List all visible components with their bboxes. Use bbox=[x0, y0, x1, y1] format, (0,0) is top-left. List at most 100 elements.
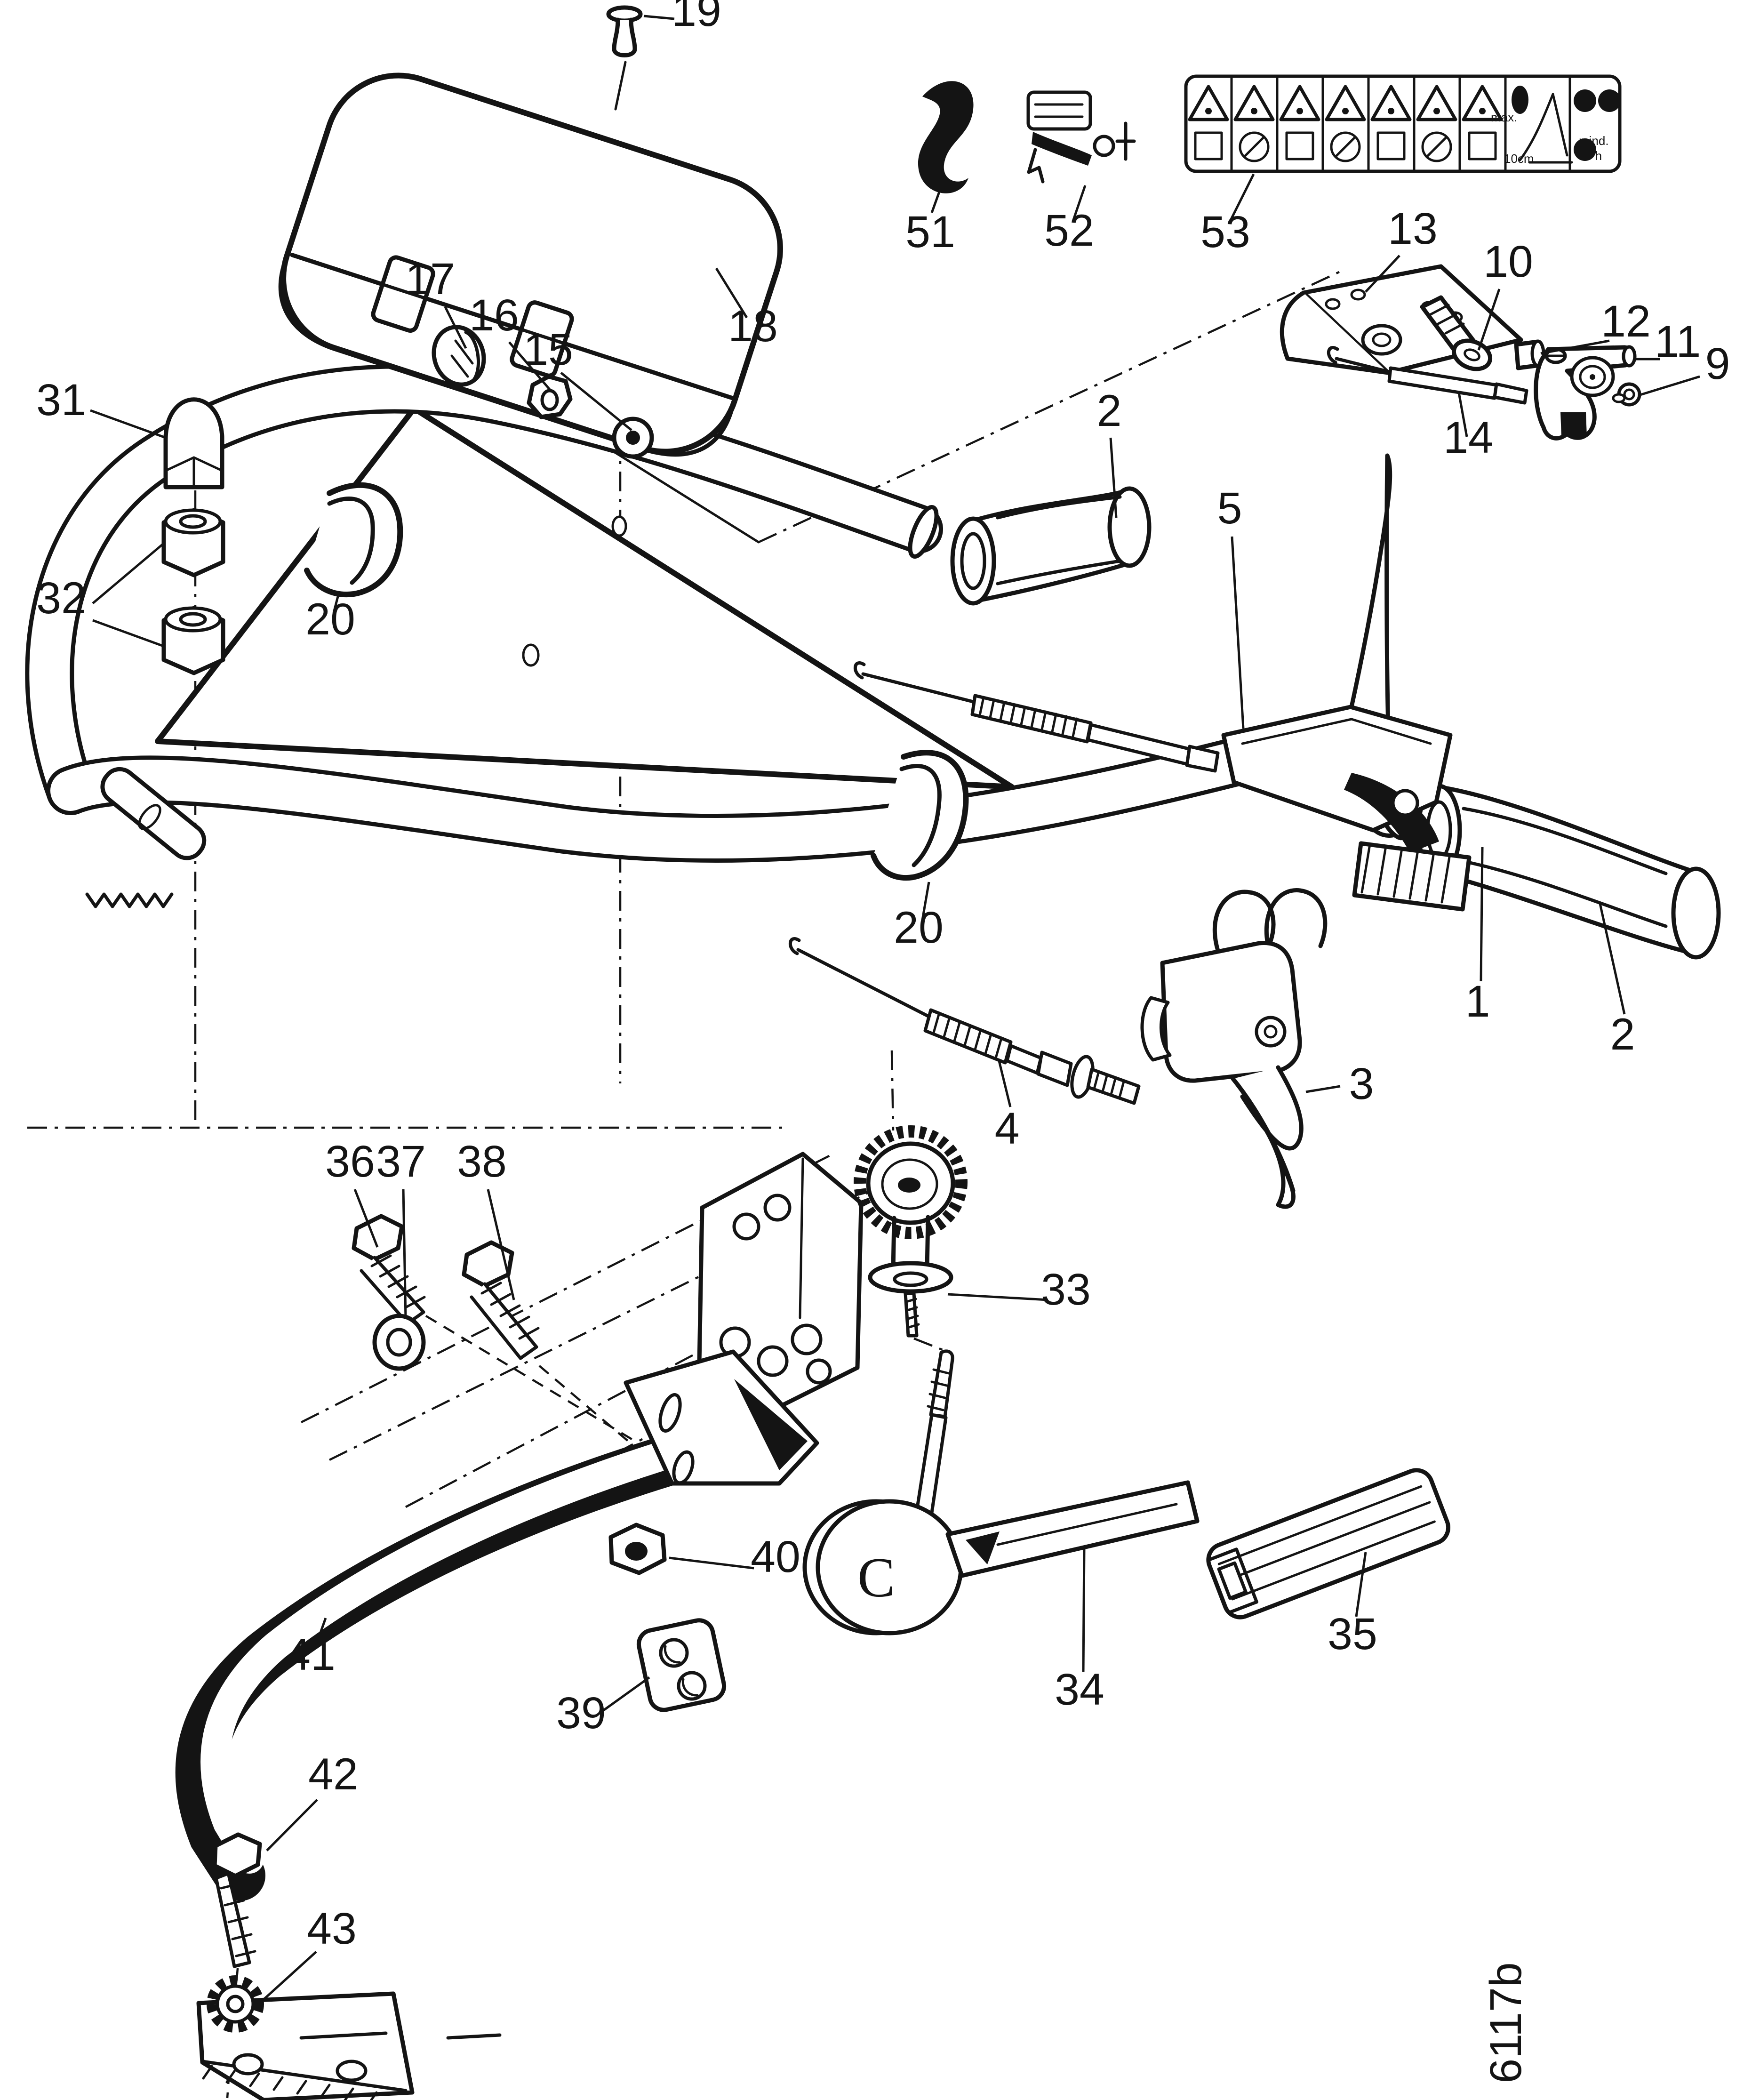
part-label-17: 17 bbox=[405, 254, 455, 304]
throttle-pad-ribs bbox=[1360, 846, 1451, 904]
leader-line-13 bbox=[1365, 255, 1400, 293]
cable-5-collar bbox=[1185, 745, 1220, 773]
part-label-39: 39 bbox=[556, 1688, 606, 1738]
grip-35-bore bbox=[1217, 1561, 1248, 1600]
cover-tab-1 bbox=[371, 255, 435, 333]
part-label-14: 14 bbox=[1443, 413, 1493, 463]
lever-3-body bbox=[1160, 941, 1302, 1083]
part-label-32: 32 bbox=[36, 573, 86, 623]
cover-group bbox=[278, 72, 783, 457]
part-label-1: 1 bbox=[1465, 977, 1490, 1026]
leader-line-34 bbox=[1082, 1546, 1086, 1672]
warning-kickback-icon bbox=[1276, 77, 1320, 171]
grip-right-groove1 bbox=[1462, 807, 1668, 875]
clamp-20-left bbox=[304, 482, 403, 597]
leader-line-20a bbox=[332, 593, 340, 613]
leader-line-37 bbox=[402, 1189, 407, 1319]
clamp-bar bbox=[100, 767, 207, 860]
tube-41 bbox=[175, 1349, 819, 1901]
grip-top-groove2 bbox=[996, 559, 1122, 585]
leader-line-38 bbox=[487, 1189, 515, 1300]
prohibition-badges-icon bbox=[1568, 77, 1621, 171]
part-label-4: 4 bbox=[995, 1104, 1020, 1154]
bracket-hatch bbox=[202, 2065, 378, 2100]
leader-line-33 bbox=[947, 1293, 1048, 1301]
pin-head bbox=[606, 5, 643, 23]
pin-axis bbox=[614, 61, 627, 111]
part-label-40: 40 bbox=[751, 1532, 800, 1582]
cover-tab-2 bbox=[510, 300, 574, 378]
centerline-gear bbox=[890, 1050, 895, 1131]
warning-thrown-objects-icon bbox=[1458, 77, 1503, 171]
cap-nut-31 bbox=[163, 397, 224, 489]
leader-line-15 bbox=[560, 372, 632, 431]
screw-9 bbox=[1612, 382, 1641, 407]
gusset-plate bbox=[155, 406, 1015, 790]
gear-ring bbox=[881, 1158, 938, 1210]
leader-line-42 bbox=[266, 1799, 318, 1852]
warning-fire-icon bbox=[1230, 77, 1275, 171]
strip-cm-text: 10cm bbox=[1504, 152, 1534, 166]
part-label-13: 13 bbox=[1388, 204, 1438, 254]
cable-4-ferrule bbox=[1005, 1044, 1043, 1075]
warning-rotor-icon bbox=[1413, 77, 1457, 171]
strip-max-text: max. bbox=[1491, 110, 1517, 124]
gusset-seam bbox=[201, 743, 965, 785]
clamp-20b-inner bbox=[899, 764, 942, 867]
leader-line-51 bbox=[930, 189, 942, 213]
leader-line-2b bbox=[1599, 903, 1626, 1015]
part-label-12: 12 bbox=[1601, 297, 1651, 346]
projection-to-bracket13 bbox=[758, 270, 1342, 544]
gear-teeth bbox=[854, 1125, 968, 1239]
cable-4 bbox=[789, 937, 1141, 1105]
nut-16 bbox=[527, 374, 573, 419]
cable-4-hex bbox=[1036, 1050, 1073, 1087]
usage-scene-icon bbox=[1504, 77, 1573, 171]
strip-hours-text: 8 h bbox=[1585, 149, 1602, 163]
rod-14 bbox=[1327, 346, 1528, 405]
grip-top-bore bbox=[960, 532, 986, 590]
grip-top-cap bbox=[1107, 486, 1152, 568]
throttle-strap bbox=[1344, 773, 1439, 853]
cable-5-coils bbox=[978, 696, 1078, 738]
gear-hub bbox=[898, 1178, 920, 1193]
part-label-20b: 20 bbox=[894, 903, 944, 953]
part-label-51: 51 bbox=[905, 207, 955, 257]
part-label-19: 19 bbox=[672, 0, 721, 36]
leader-line-3 bbox=[1305, 1085, 1341, 1093]
leader-line-52 bbox=[1072, 185, 1087, 222]
pivot-serration bbox=[85, 892, 174, 908]
grip-left-top bbox=[950, 486, 1152, 606]
clamp-20a-inner bbox=[327, 497, 375, 585]
cover-seam bbox=[290, 253, 736, 401]
cable-5-spring bbox=[970, 694, 1093, 744]
leader-line-53 bbox=[1228, 173, 1255, 224]
leader-line-32 bbox=[92, 544, 163, 604]
warning-strip-53: mind. 8 h max. 10cm bbox=[1184, 74, 1622, 173]
part-label-20a: 20 bbox=[305, 594, 355, 644]
cable-4-threads bbox=[1093, 1072, 1125, 1097]
throttle-bracket-line bbox=[1241, 718, 1432, 745]
part-label-35: 35 bbox=[1328, 1609, 1377, 1659]
part-label-43: 43 bbox=[307, 1904, 357, 1954]
lever-3-jaw bbox=[1140, 996, 1172, 1062]
grip-35-socket bbox=[1207, 1547, 1258, 1615]
warning-strip-frame bbox=[1184, 74, 1622, 173]
nut-32-upper bbox=[161, 508, 225, 577]
part-label-15: 15 bbox=[523, 325, 573, 375]
labels-layer: 1223459101112131415161718192020313233343… bbox=[36, 0, 1730, 2003]
clamp-20a-outer bbox=[304, 482, 403, 597]
sticker-52 bbox=[1026, 90, 1136, 184]
grip-right-flare bbox=[1671, 866, 1721, 960]
gusset-hole-2 bbox=[522, 643, 540, 667]
washer-37 bbox=[372, 1314, 426, 1371]
leader-line-18 bbox=[715, 267, 748, 319]
leader-line-16 bbox=[508, 341, 552, 393]
clamp-20-right bbox=[871, 750, 969, 881]
part-label-11: 11 bbox=[1655, 317, 1701, 367]
clamp-20b-outer bbox=[871, 750, 969, 881]
grip-right bbox=[1416, 784, 1721, 960]
warning-strip-panels bbox=[1188, 77, 1621, 171]
nut-32-lower bbox=[161, 606, 225, 675]
